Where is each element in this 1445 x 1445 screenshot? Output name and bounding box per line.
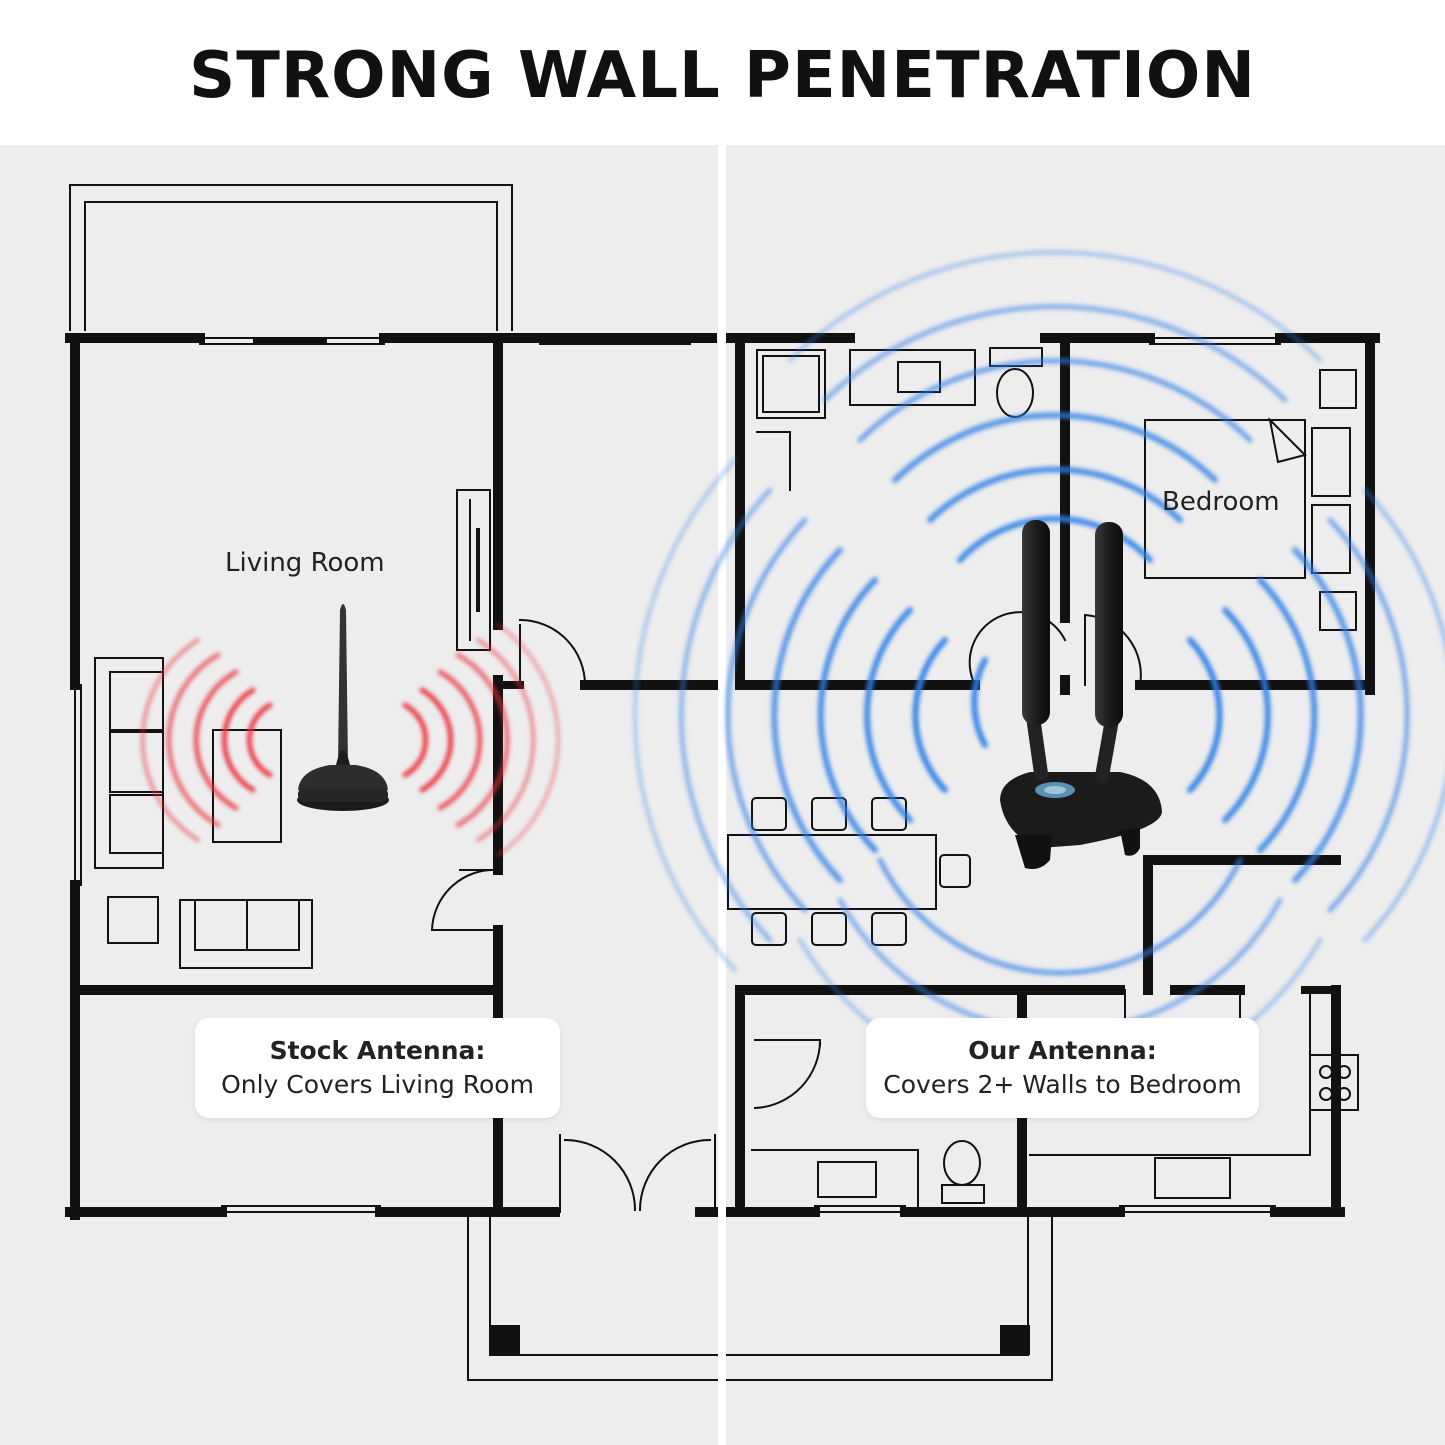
dual-antenna-icon — [1000, 520, 1162, 869]
our-signal-waves — [633, 250, 1445, 1093]
our-callout-text: Covers 2+ Walls to Bedroom — [883, 1070, 1242, 1099]
stock-callout-title: Stock Antenna: — [269, 1036, 486, 1065]
living-room-label: Living Room — [225, 548, 385, 578]
header: STRONG WALL PENETRATION — [0, 0, 1445, 145]
signal-waves-icon — [140, 623, 561, 857]
stock-antenna-callout: Stock Antenna: Only Covers Living Room — [195, 1018, 560, 1118]
center-divider — [718, 145, 726, 1445]
our-antenna-callout: Our Antenna: Covers 2+ Walls to Bedroom — [866, 1018, 1259, 1118]
left-floor-plan — [65, 184, 721, 1381]
stock-antenna-icon — [297, 604, 389, 811]
bedroom-label: Bedroom — [1162, 487, 1280, 517]
our-callout-title: Our Antenna: — [968, 1036, 1157, 1065]
stock-callout-text: Only Covers Living Room — [221, 1070, 534, 1099]
page-title: STRONG WALL PENETRATION — [189, 38, 1256, 113]
